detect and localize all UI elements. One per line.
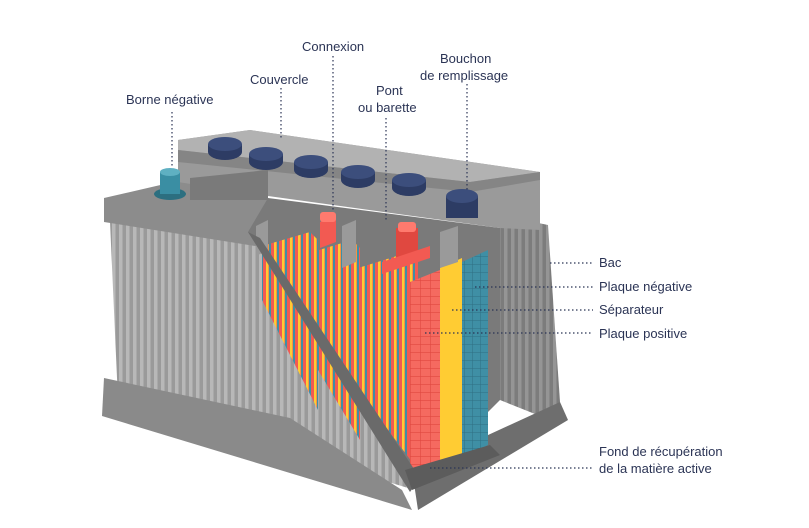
filling-cap-large	[446, 189, 478, 218]
cutaway-edge	[248, 232, 420, 492]
label-separateur: Séparateur	[599, 302, 664, 317]
label-bouchon-line1: Bouchon	[440, 51, 491, 66]
negative-terminal	[154, 168, 186, 200]
connection-bar	[320, 216, 336, 248]
positive-plate-grid	[410, 270, 440, 470]
case-front-wall	[110, 222, 420, 488]
label-connexion: Connexion	[302, 39, 364, 54]
label-bac: Bac	[599, 255, 622, 270]
negative-plate	[462, 250, 488, 458]
case-base-ledge	[102, 378, 412, 510]
filling-cap	[392, 173, 426, 196]
bridge-post	[382, 222, 430, 274]
filling-cap	[294, 155, 328, 178]
label-plaque-negative: Plaque négative	[599, 279, 692, 294]
label-pont-line2: ou barette	[358, 100, 417, 115]
labels: Borne négative Couvercle Connexion Pont …	[126, 39, 723, 476]
cell-3-plates	[358, 252, 418, 470]
label-couvercle: Couvercle	[250, 72, 309, 87]
separator	[440, 258, 462, 470]
recovery-zone	[405, 445, 500, 490]
filling-caps	[208, 137, 478, 218]
label-fond-line1: Fond de récupération	[599, 444, 723, 459]
battery-cutaway	[248, 198, 500, 492]
label-borne-negative: Borne négative	[126, 92, 213, 107]
label-fond-line2: de la matière active	[599, 461, 712, 476]
filling-cap	[249, 147, 283, 170]
filling-cap	[341, 165, 375, 188]
label-pont-line1: Pont	[376, 83, 403, 98]
leader-lines	[171, 56, 593, 469]
case-right-side	[500, 215, 560, 418]
label-plaque-positive: Plaque positive	[599, 326, 687, 341]
filling-cap	[208, 137, 242, 160]
label-bouchon-line2: de remplissage	[420, 68, 508, 83]
